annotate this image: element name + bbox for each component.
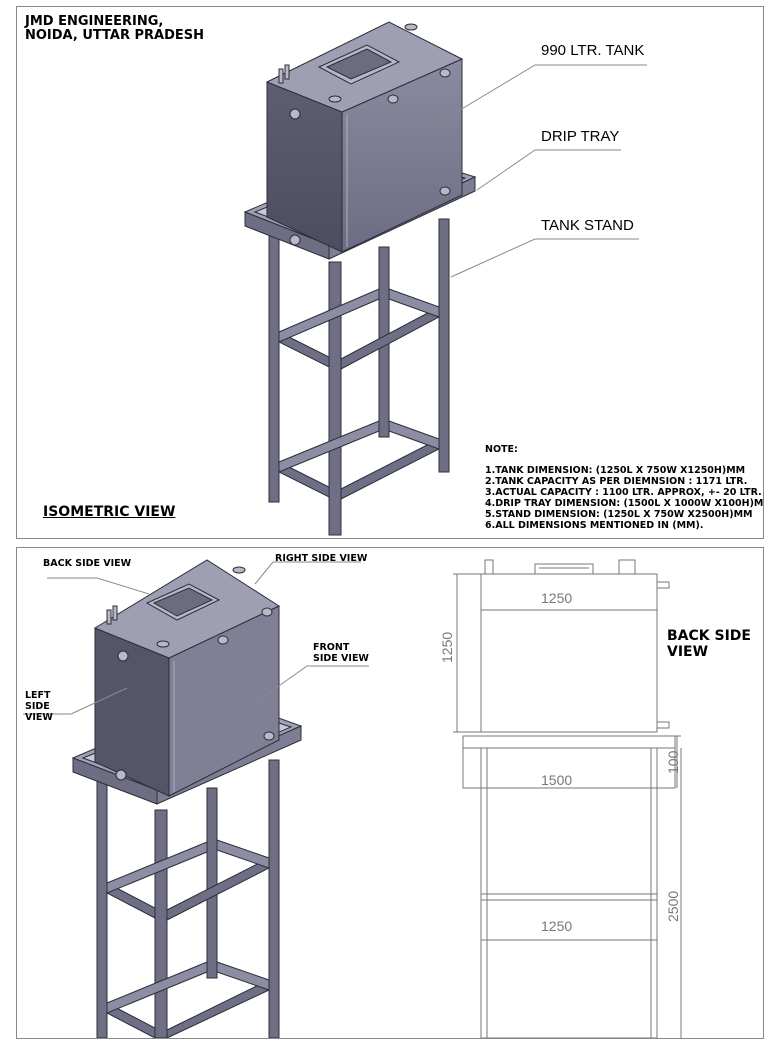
company-name: JMD ENGINEERING, NOIDA, UTTAR PRADESH <box>25 15 204 43</box>
note-line: 4.DRIP TRAY DIMENSION: (1500L X 1000W X1… <box>485 498 764 509</box>
dimension-tank-height: 1250 <box>439 631 455 663</box>
note-line: 3.ACTUAL CAPACITY : 1100 LTR. APPROX, +-… <box>485 487 762 498</box>
dimension-tank-width: 1250 <box>541 590 573 606</box>
callout-leaders <box>434 64 647 278</box>
company-line-2: NOIDA, UTTAR PRADESH <box>25 28 205 43</box>
back-side-view-title: BACK SIDE VIEW <box>667 628 751 660</box>
back-view-title-line-2: VIEW <box>667 644 709 660</box>
views-sheet: BACK SIDE VIEW RIGHT SIDE VIEW FRONT SID… <box>16 547 764 1039</box>
tank-fittings <box>278 23 451 246</box>
tank-stand-iso <box>96 759 280 1038</box>
isometric-sheet: JMD ENGINEERING, NOIDA, UTTAR PRADESH 99… <box>16 6 764 539</box>
view-leaders <box>23 561 369 715</box>
dimension-stand-width: 1250 <box>541 918 573 934</box>
isometric-drawing <box>243 21 647 536</box>
note-line: 5.STAND DIMENSION: (1250L X 750W X2500H)… <box>485 509 753 520</box>
tank-fittings-iso <box>106 566 275 781</box>
isometric-view-title: ISOMETRIC VIEW <box>43 504 176 520</box>
dimension-tray-height: 100 <box>665 750 681 774</box>
label-front-side-view: FRONT SIDE VIEW <box>313 642 369 664</box>
note-line: 1.TANK DIMENSION: (1250L X 750W X1250H)M… <box>485 465 746 476</box>
back-side-orthographic <box>453 559 682 1038</box>
tank-body <box>265 21 464 253</box>
label-left-side-view: LEFT SIDE VIEW <box>25 690 53 723</box>
callout-tank: 990 LTR. TANK <box>541 42 645 59</box>
label-back-side-view: BACK SIDE VIEW <box>43 558 132 569</box>
tank-body-iso <box>93 559 281 797</box>
callout-tank-stand: TANK STAND <box>541 217 634 234</box>
note-line: 6.ALL DIMENSIONS MENTIONED IN (MM). <box>485 520 704 531</box>
dimension-stand-height: 2500 <box>665 890 681 922</box>
views-drawing <box>23 559 682 1038</box>
note-line: 2.TANK CAPACITY AS PER DIEMNSION : 1171 … <box>485 476 748 487</box>
note-heading: NOTE: <box>485 444 518 455</box>
callout-drip-tray: DRIP TRAY <box>541 128 620 145</box>
back-view-title-line-1: BACK SIDE <box>667 628 751 644</box>
tank-stand <box>268 218 450 536</box>
company-line-1: JMD ENGINEERING, <box>25 14 164 29</box>
notes-block: NOTE: 1.TANK DIMENSION: (1250L X 750W X1… <box>485 444 764 531</box>
label-right-side-view: RIGHT SIDE VIEW <box>275 553 368 564</box>
dimension-tray-width: 1500 <box>541 772 573 788</box>
